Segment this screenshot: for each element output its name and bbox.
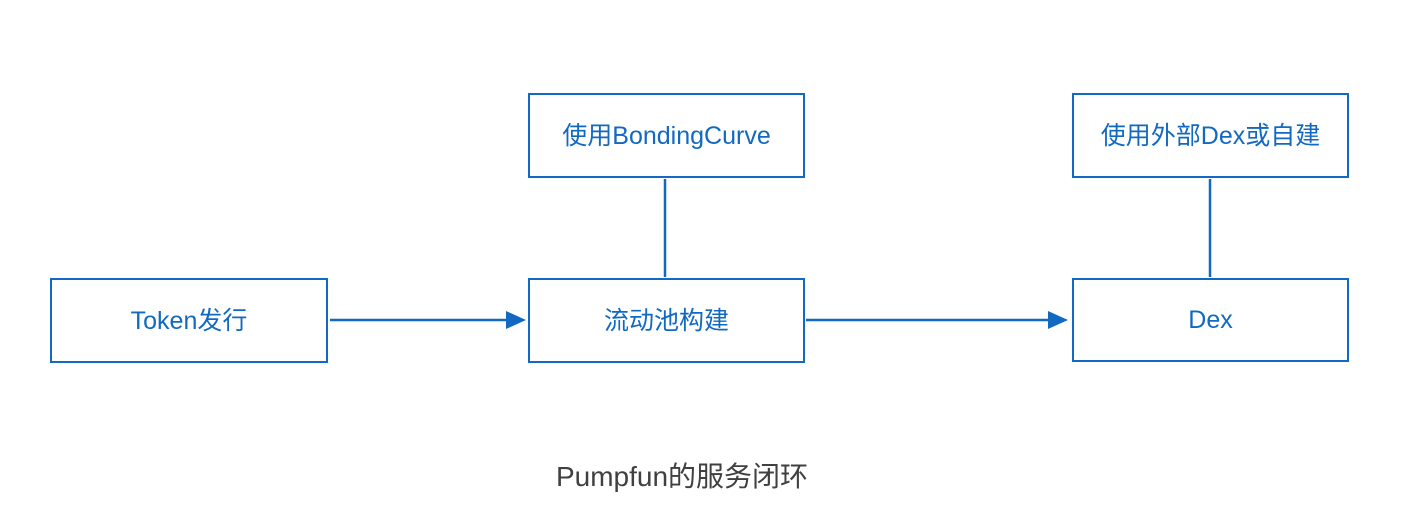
node-dex: Dex	[1072, 278, 1349, 362]
node-token-issuance-label: Token发行	[130, 306, 248, 335]
edge-token-to-pool-arrow	[330, 311, 526, 329]
node-liquidity-pool-label: 流动池构建	[603, 306, 729, 335]
note-bonding-curve-label: 使用BondingCurve	[562, 121, 771, 150]
note-external-dex: 使用外部Dex或自建	[1072, 93, 1349, 178]
edge-pool-to-dex-arrow	[806, 311, 1068, 329]
note-bonding-curve: 使用BondingCurve	[528, 93, 805, 178]
diagram-caption: Pumpfun的服务闭环	[555, 461, 809, 492]
node-token-issuance: Token发行	[50, 278, 328, 363]
node-dex-label: Dex	[1188, 306, 1233, 334]
node-liquidity-pool: 流动池构建	[528, 278, 805, 363]
note-external-dex-label: 使用外部Dex或自建	[1100, 121, 1321, 150]
